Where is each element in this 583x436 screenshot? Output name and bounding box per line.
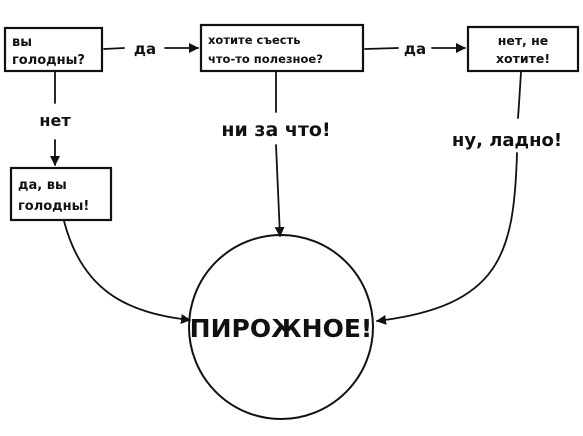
- edge-no-to-cake-label: ну, ладно!: [452, 130, 562, 151]
- edge-healthy-to-cake-label: ни за что!: [221, 119, 330, 141]
- node-no-you-dont: нет, не хотите!: [466, 25, 580, 73]
- edge-hungry-to-yes-label: нет: [39, 111, 71, 130]
- edge-no-to-cake-part1: [517, 71, 522, 119]
- edge-healthy-to-no-part1: [364, 47, 399, 50]
- node-hungry-question: вы голодны?: [3, 26, 104, 73]
- node-hungry-question-line2: голодны?: [12, 53, 85, 68]
- node-no-you-dont-line1: нет, не: [498, 33, 549, 48]
- edge-healthy-to-no-label: да: [404, 40, 426, 58]
- node-no-you-dont-line2: хотите!: [496, 51, 550, 66]
- edge-yes-to-cake-arrow: [63, 220, 191, 324]
- node-healthy-question-line2: что-то полезное?: [208, 52, 323, 66]
- node-hungry-question-line1: вы: [12, 35, 32, 50]
- node-healthy-question: хотите съесть что-то полезное?: [199, 23, 365, 73]
- edge-no-to-cake-arrow: [376, 152, 518, 325]
- node-yes-hungry: да, вы голодны!: [9, 166, 113, 222]
- node-healthy-question-line1: хотите съесть: [208, 33, 301, 47]
- edge-hungry-to-healthy-label: да: [134, 40, 156, 58]
- node-yes-hungry-line1: да, вы: [18, 178, 67, 193]
- node-yes-hungry-line2: голодны!: [18, 199, 89, 214]
- edge-hungry-to-healthy-part1: [103, 47, 125, 50]
- node-cake-label: ПИРОЖНОЕ!: [190, 314, 373, 343]
- edge-healthy-to-cake-arrow: [274, 144, 285, 237]
